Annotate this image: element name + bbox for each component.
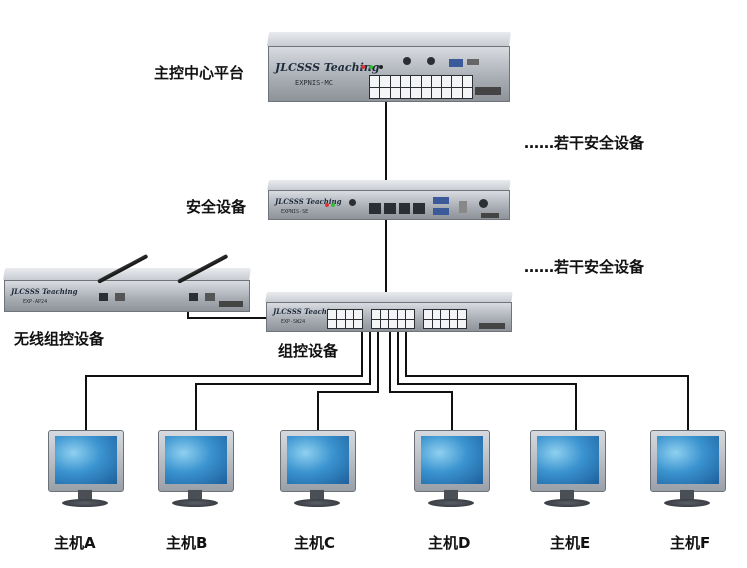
central-brand-logo: JLCSSS Teaching [275,61,380,74]
security-device-label: 安全设备 [186,198,247,216]
host-c-monitor [280,430,358,512]
group-control-label: 组控设备 [278,342,339,360]
security-model-label: EXPNIS-SE [281,209,309,215]
group-control-switch: JLCSSS Teaching EXP-SW24 [265,292,513,332]
central-model-label: EXPNIS-MC [295,79,333,87]
switch-brand-logo: JLCSSS Teaching [273,307,340,316]
central-port-panel [369,75,473,99]
more-security-note-2: ……若干安全设备 [524,258,645,276]
more-security-note-1: ……若干安全设备 [524,134,645,152]
host-d-monitor [414,430,492,512]
link-switch-host-f [405,330,689,430]
switch-ports-left [327,309,363,329]
security-device: JLCSSS Teaching EXPNIS-SE [267,180,511,220]
host-c-label: 主机C [294,534,336,552]
switch-ports-right [423,309,467,329]
link-switch-host-b [195,330,371,430]
link-switch-host-e [397,330,577,430]
host-b-monitor [158,430,236,512]
security-brand-logo: JLCSSS Teaching [275,197,342,206]
switch-ports-middle [371,309,415,329]
security-port-panel [369,203,425,214]
host-f-monitor [650,430,728,512]
host-e-monitor [530,430,608,512]
link-switch-host-c [317,330,379,430]
host-e-label: 主机E [550,534,591,552]
wireless-group-device: JLCSSS Teaching EXP-AP24 [3,268,251,312]
wireless-brand-logo: JLCSSS Teaching [11,287,78,296]
central-control-device: JLCSSS Teaching EXPNIS-MC [267,32,511,102]
host-f-label: 主机F [670,534,711,552]
wireless-model-label: EXP-AP24 [23,299,48,305]
host-b-label: 主机B [166,534,208,552]
host-d-label: 主机D [428,534,471,552]
link-switch-host-a [85,330,363,430]
wireless-group-label: 无线组控设备 [14,330,105,348]
host-a-monitor [48,430,126,512]
link-switch-host-d [389,330,453,430]
host-a-label: 主机A [54,534,96,552]
switch-model-label: EXP-SW24 [281,319,306,325]
central-platform-label: 主控中心平台 [154,64,245,82]
